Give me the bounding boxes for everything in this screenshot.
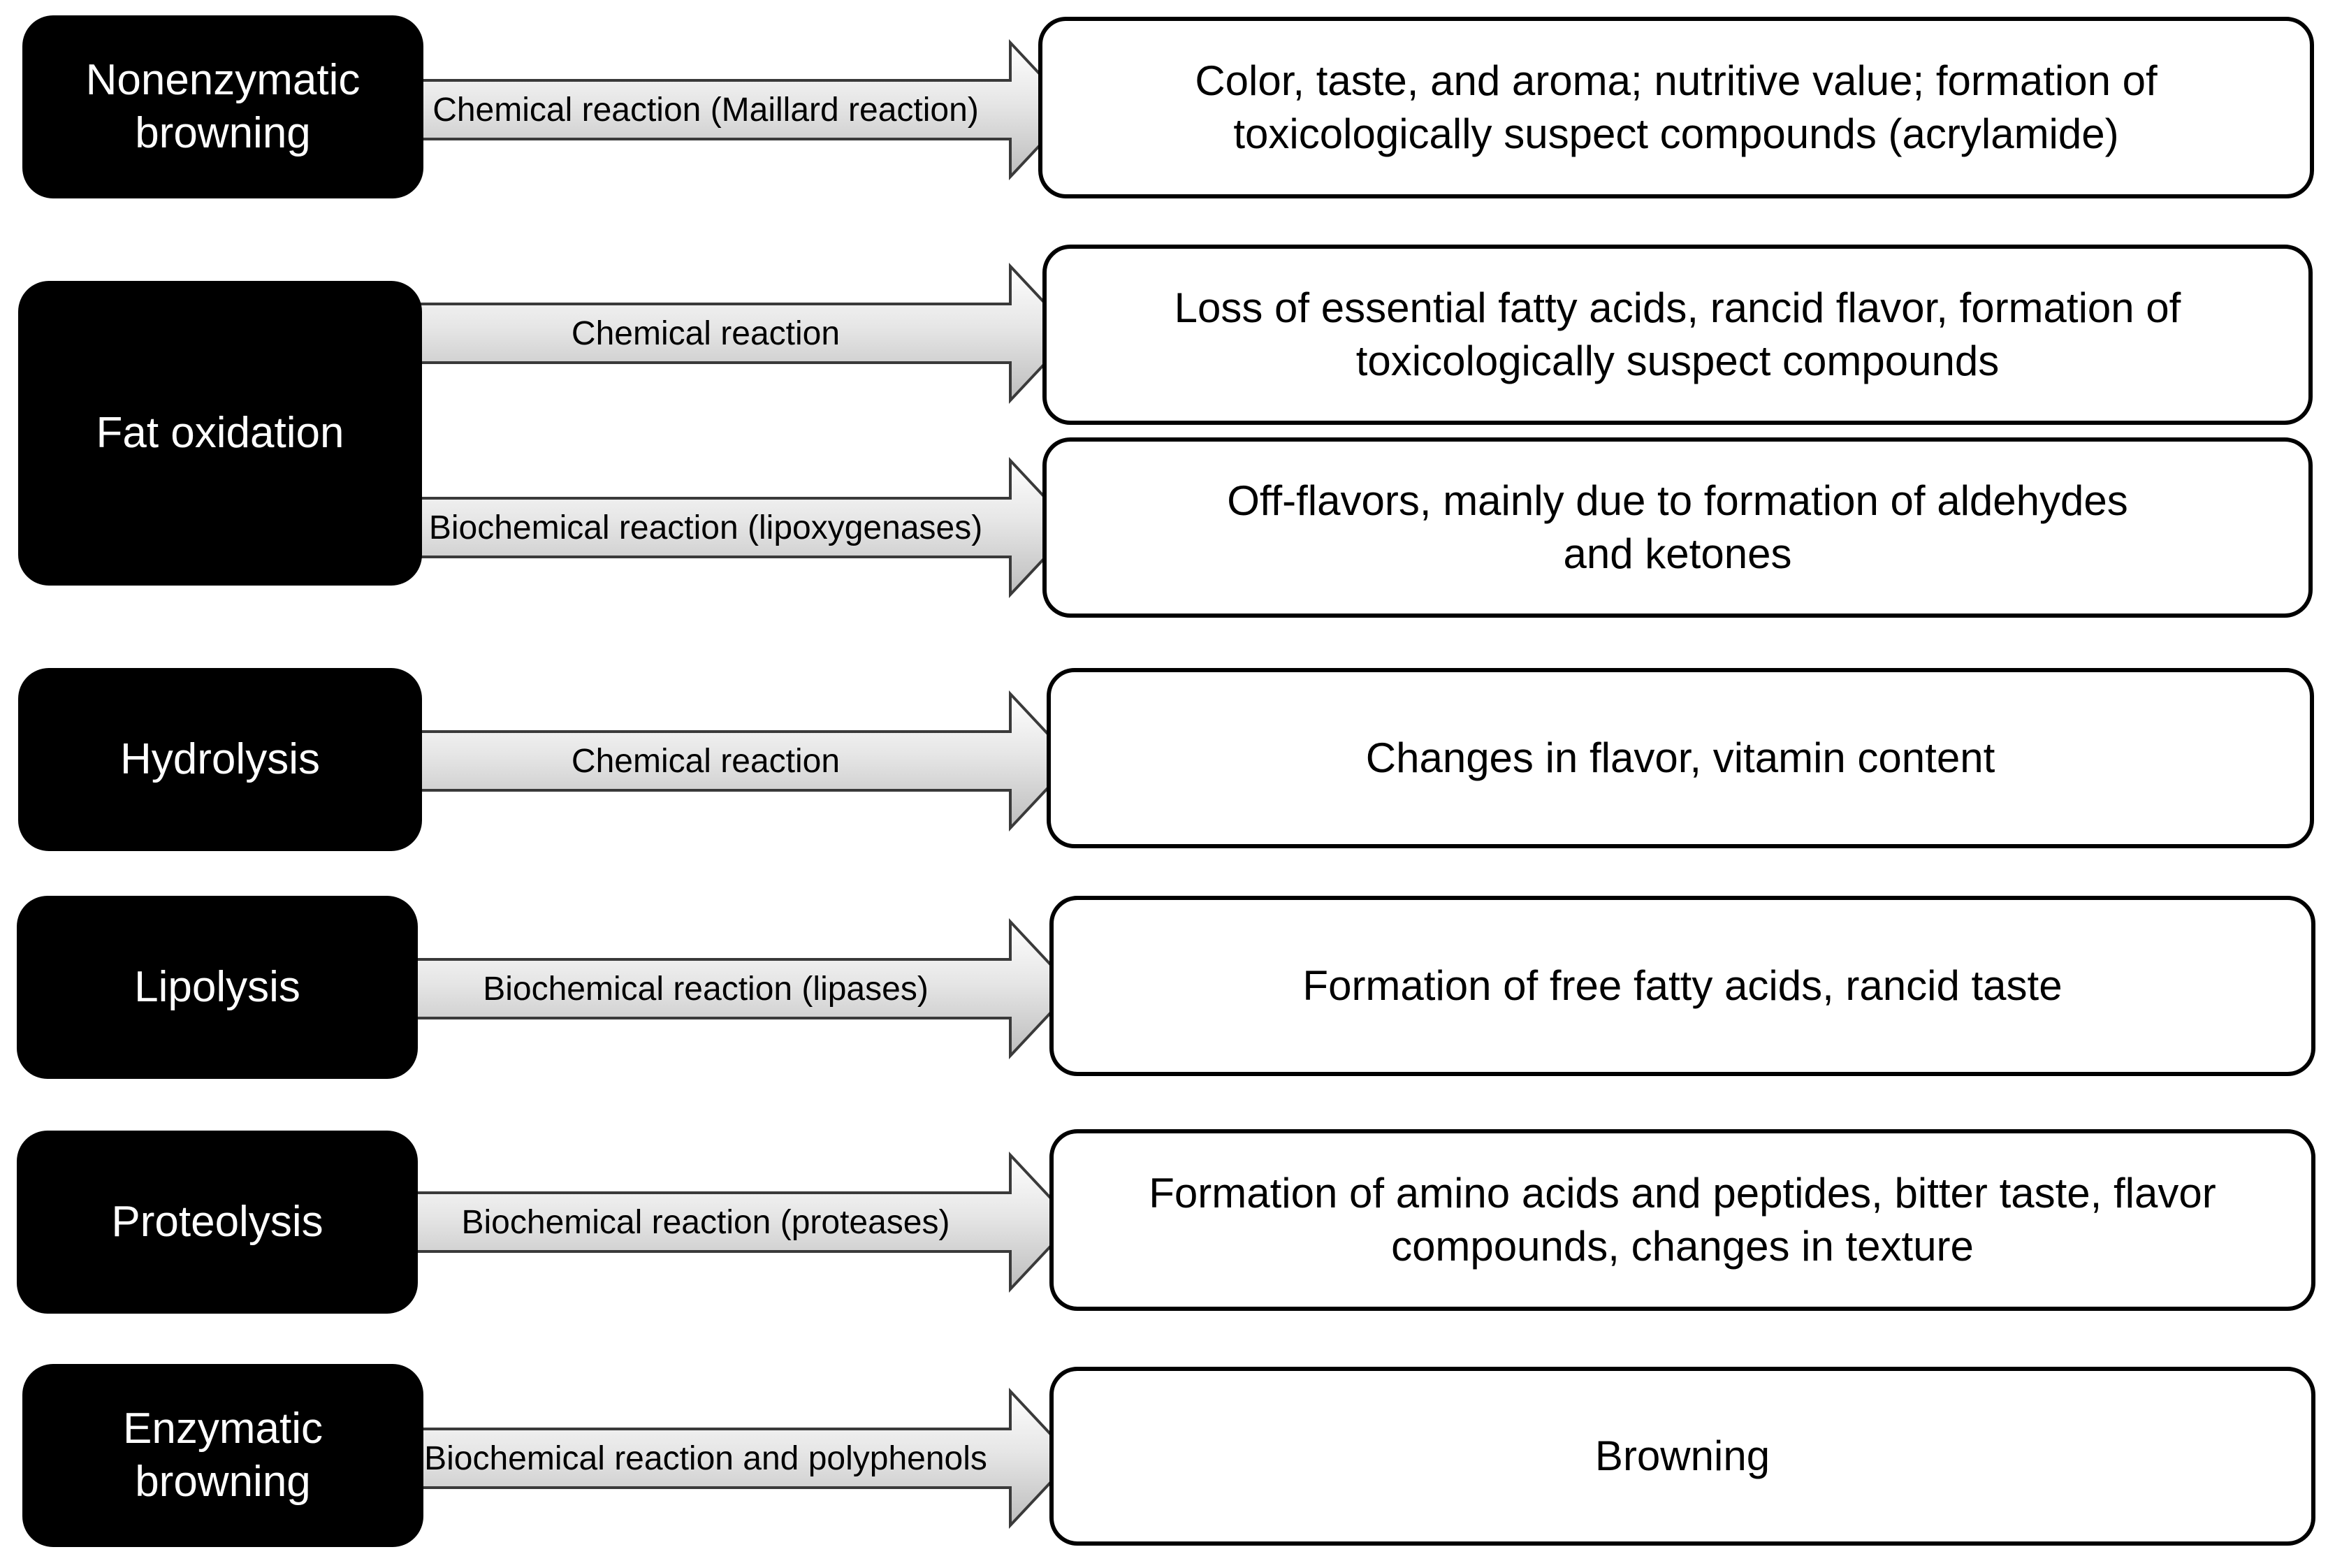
- arrow-label-maillard: Chemical reaction (Maillard reaction): [432, 91, 979, 129]
- outcome-box-fat-oxidation-biochemical: Off-flavors, mainly due to formation of …: [1042, 437, 2313, 618]
- source-box-fat-oxidation: Fat oxidation: [18, 281, 422, 586]
- arrow-label-hydrolysis: Chemical reaction: [571, 742, 841, 780]
- arrow-label-fat-oxidation-chemical: Chemical reaction: [571, 314, 841, 352]
- arrow-lipases: [387, 917, 1075, 1060]
- outcome-box-proteolysis: Formation of amino acids and peptides, b…: [1049, 1129, 2315, 1311]
- arrow-proteases: [387, 1151, 1075, 1293]
- outcome-box-lipolysis: Formation of free fatty acids, rancid ta…: [1049, 896, 2315, 1076]
- arrow-polyphenols: [387, 1387, 1075, 1530]
- outcome-box-nonenzymatic-browning: Color, taste, and aroma; nutritive value…: [1038, 17, 2314, 198]
- source-box-nonenzymatic-browning: Nonenzymatic browning: [22, 15, 423, 198]
- outcome-box-hydrolysis: Changes in flavor, vitamin content: [1047, 668, 2314, 848]
- source-box-enzymatic-browning: Enzymatic browning: [22, 1364, 423, 1547]
- arrow-label-polyphenols: Biochemical reaction and polyphenols: [424, 1439, 987, 1477]
- arrow-fat-oxidation-chemical: [387, 262, 1075, 405]
- source-box-hydrolysis: Hydrolysis: [18, 668, 422, 851]
- outcome-box-enzymatic-browning: Browning: [1049, 1367, 2315, 1546]
- arrow-hydrolysis: [387, 690, 1075, 832]
- arrow-label-proteases: Biochemical reaction (proteases): [461, 1203, 950, 1241]
- arrow-lipoxygenases: [387, 456, 1075, 599]
- outcome-box-fat-oxidation-chemical: Loss of essential fatty acids, rancid fl…: [1042, 245, 2313, 425]
- arrow-label-lipases: Biochemical reaction (lipases): [483, 970, 929, 1008]
- arrow-label-lipoxygenases: Biochemical reaction (lipoxygenases): [428, 509, 983, 546]
- source-box-proteolysis: Proteolysis: [17, 1131, 418, 1314]
- source-box-lipolysis: Lipolysis: [17, 896, 418, 1079]
